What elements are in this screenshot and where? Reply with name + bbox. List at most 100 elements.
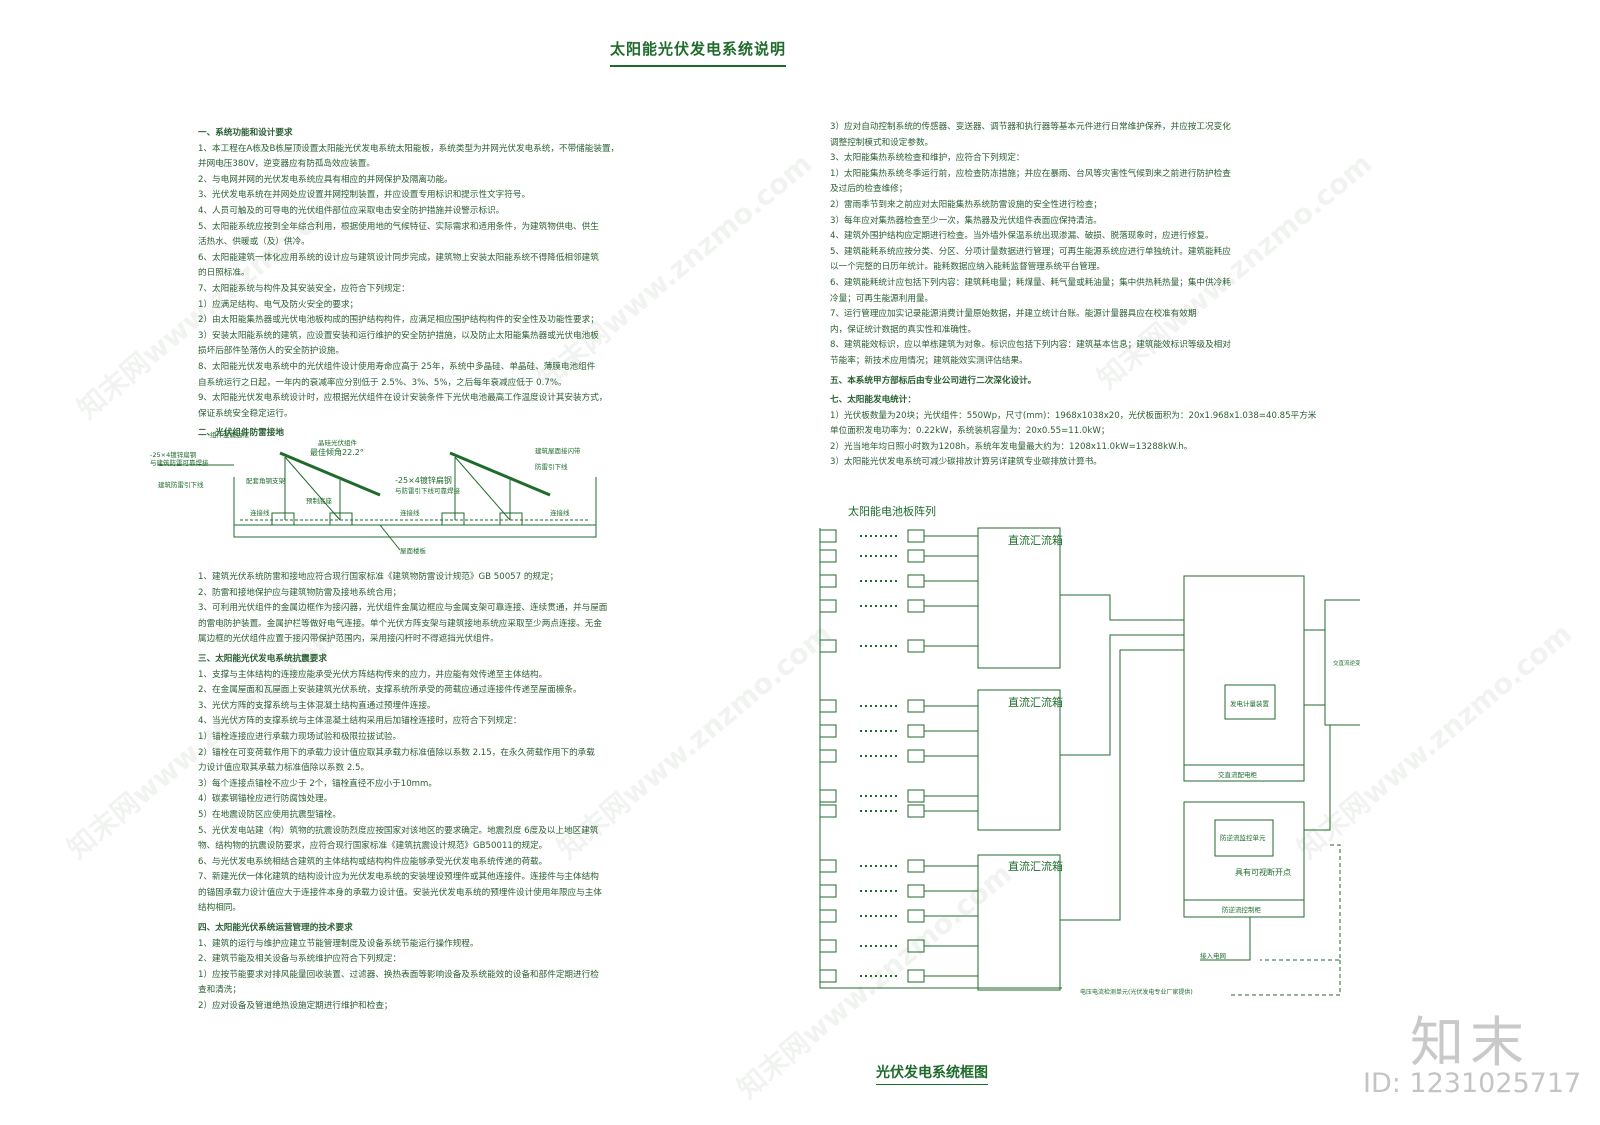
text-line: 6、建筑能耗统计应包括下列内容：建筑耗电量；耗煤量、耗气量或耗油量；集中供热耗热…	[830, 277, 1231, 288]
roof-slab	[233, 524, 597, 538]
pv-module-icon	[907, 909, 925, 923]
text-line: 4、建筑外围护结构应定期进行检查。当外墙外保温系统出现渗漏、破损、脱落现象时，应…	[830, 231, 1214, 242]
text-line: 8、建筑能效标识，应以单栋建筑为对象。标识应包括下列内容：建筑基本信息；建筑能效…	[830, 340, 1231, 351]
text-line: 活热水、供暖或（及）供冷。	[198, 237, 310, 248]
text-line: 6、太阳能建筑一体化应用系统的设计应与建筑设计同步完成，建筑物上安装太阳能系统不…	[198, 252, 599, 263]
text-line: 3、太阳能集热系统检查和维护，应符合下列规定：	[830, 153, 1025, 164]
text-line: 5）在地震设防区应使用抗震型锚栓。	[198, 809, 341, 820]
text-line: 3）安装太阳能系统的建筑，应设置安装和运行维护的安全防护措施，以及防止太阳能集热…	[198, 330, 599, 341]
pv-module-icon	[907, 789, 925, 803]
pv-module-icon	[819, 549, 837, 563]
pv-module-icon	[819, 599, 837, 613]
text-line: 2、与电网并网的光伏发电系统应具有相应的并网保护及隔离功能。	[198, 174, 453, 185]
pv-module-icon	[819, 969, 837, 983]
text-line: 并网电压380V，逆变器应有防孤岛效应装置。	[198, 159, 375, 170]
text-line: 2）锚栓在可变荷载作用下的承载力设计值应取其承载力标准值除以系数 2.15，在永…	[198, 747, 595, 758]
text-line: 1、支撑与主体结构的连接应能承受光伏方阵结构传来的应力，并应能有效传递至主体结构…	[198, 669, 548, 680]
pv-module-icon	[907, 884, 925, 898]
voltage-monitor-label: 电压电流检测单元(光伏发电专业厂家提供)	[1080, 988, 1193, 996]
left-text-section-2: 1、建筑光伏系统防雷和接地应符合现行国家标准《建筑物防雷设计规范》GB 5005…	[198, 570, 607, 1015]
text-line: 3）每年应对集热器检查至少一次，集热器及光伏组件表面应保持清洁。	[830, 215, 1102, 226]
pv-module-icon	[907, 549, 925, 563]
tilt-label: 最佳倾角22.2°	[310, 447, 364, 457]
roof-slab-label: 屋面楼板	[400, 546, 427, 555]
text-line: 2、建筑节能及相关设备与系统维护应符合下列规定：	[198, 954, 402, 965]
lightning-protection-diagram: -25×4镀锌扁钢 与建筑防雷可靠焊接 组件金属边框 晶硅光伏组件 最佳倾角22…	[150, 430, 597, 555]
pv-module-icon	[907, 574, 925, 588]
text-line: 7、新建光伏一体化建筑的结构设计应为光伏发电系统的安装埋设预埋件或其他连接件。连…	[198, 872, 599, 883]
pv-module-icon	[907, 599, 925, 613]
text-line: 内，保证统计数据的真实性和准确性。	[830, 324, 977, 335]
text-line: 及过后的检查维修；	[830, 184, 908, 195]
down-conductor-label: 建筑防雷引下线	[158, 480, 204, 489]
text-line: 5、太阳能系统应按到全年综合利用，根据使用地的气候特征、实际需求和适用条件，为建…	[198, 221, 599, 232]
pv-module-icon	[907, 529, 925, 543]
ground-bar-label-left: -25×4镀锌扁钢	[150, 450, 197, 459]
diagram-caption: 光伏发电系统框图	[876, 1062, 988, 1085]
roof-strap-label: 建筑屋面接闪带	[535, 446, 581, 455]
text-line: 查和清洗；	[198, 985, 241, 996]
text-line: 的锚固承载力设计值应大于连接件本身的承载力设计值。安装光伏发电系统的预埋件设计使…	[198, 887, 602, 898]
pv-module-icon	[819, 529, 837, 543]
id-label: ID: 1231025717	[1363, 1068, 1582, 1099]
text-line: 1）应满足结构、电气及防火安全的要求；	[198, 299, 359, 310]
text-line: 2）光当地年均日照小时数为1208h，系统年发电量最大约为：1208x11.0k…	[830, 441, 1193, 452]
text-line: 3、光伏发电系统在并网处应设置并网控制装置，并应设置专用标识和提示性文字符号。	[198, 190, 531, 201]
pv-module-icon	[819, 749, 837, 763]
text-line: 损坏后部件坠落伤人的安全防护设施。	[198, 346, 345, 357]
text-line: 冷量；可再生能源利用量。	[830, 293, 934, 304]
wire-label-2: 连接线	[400, 508, 420, 517]
combiner-box-2: 直流汇流箱	[1008, 695, 1063, 709]
pv-module-icon	[819, 859, 837, 873]
text-line: 2）雷雨季节到来之前应对太阳能集热系统防雷设施的安全性进行检查；	[830, 199, 1102, 210]
text-line: 2）由太阳能集热器或光伏电池板构成的围护结构构件，应满足相应围护结构构件的安全性…	[198, 315, 599, 326]
text-line: 四、太阳能光伏系统运营管理的技术要求	[198, 923, 353, 934]
text-line: 节能率；新技术应用情况；建筑能效实测评估结果。	[830, 355, 1028, 366]
text-line: 2、防雷和接地保护应与建筑物防雷及接地系统合用；	[198, 587, 402, 598]
text-line: 的日照标准。	[198, 268, 250, 279]
ground-bar-weld-label-left: 与建筑防雷可靠焊接	[150, 458, 209, 467]
pv-module-icon	[819, 939, 837, 953]
frame-label: 组件金属边框	[210, 430, 250, 439]
text-line: 4、当光伏方阵的支撑系统与主体混凝土结构采用后加锚栓连接时，应符合下列规定：	[198, 716, 522, 727]
ac-cabinet-label: 交直流配电柜	[1218, 770, 1258, 779]
pv-module-icon	[819, 789, 837, 803]
text-line: 2）应对设备及管道绝热设施定期进行维护和检查；	[198, 1001, 393, 1012]
text-line: 3、可利用光伏组件的金属边框作为接闪器，光伏组件金属边框应与金属支架可靠连接、连…	[198, 603, 608, 614]
pv-module-label: 晶硅光伏组件	[318, 438, 358, 447]
combiner-box-1: 直流汇流箱	[1008, 533, 1063, 547]
text-line: 1）应按节能要求对排风能量回收装置、过滤器、换热表面等影响设备及系统能效的设备和…	[198, 969, 599, 980]
text-line: 6、与光伏发电系统相结合建筑的主体结构或结构构件应能够承受光伏发电系统传递的荷载…	[198, 856, 548, 867]
text-line: 1）光伏板数量为20块；光伏组件：550Wp，尺寸(mm)：1968x1038x…	[830, 410, 1317, 421]
pv-module-icon	[907, 699, 925, 713]
pv-module-icon	[819, 574, 837, 588]
text-line: 4）碳素钢锚栓应进行防腐蚀处理。	[198, 794, 333, 805]
text-line: 3）应对自动控制系统的传感器、变送器、调节器和执行器等基本元件进行日常维护保养，…	[830, 122, 1231, 132]
text-line: 结构相同。	[198, 903, 241, 914]
pv-module-icon	[907, 639, 925, 653]
pv-block-diagram: 太阳能电池板阵列 直流汇流箱 直流汇流箱 直流汇流箱 交直流逆变器 发电计量装置…	[819, 504, 1360, 996]
bracket-label: 配套角钢支架	[246, 476, 286, 485]
text-line: 1）太阳能集热系统冬季运行前，应检查防冻措施；并应在暴雨、台风等灾害性气候到来之…	[830, 168, 1231, 179]
text-line: 三、太阳能光伏发电系统抗震要求	[198, 653, 327, 664]
pv-module-icon	[819, 884, 837, 898]
text-line: 七、太阳能发电统计：	[830, 395, 916, 406]
text-line: 1、本工程在A栋及B栋屋顶设置太阳能光伏发电系统太阳能板，系统类型为并网光伏发电…	[198, 143, 620, 154]
page-title: 太阳能光伏发电系统说明	[610, 38, 787, 67]
text-line: 3）每个连接点锚栓不应少于 2个，锚栓直径不应小于10mm。	[198, 778, 438, 789]
right-text-section-1: 3）应对自动控制系统的传感器、变送器、调节器和执行器等基本元件进行日常维护保养，…	[830, 120, 1316, 471]
pv-module-icon	[819, 909, 837, 923]
pv-module-icon	[907, 969, 925, 983]
text-line: 保证系统安全稳定运行。	[198, 408, 293, 419]
text-line: 调整控制模式和设定参数。	[830, 137, 934, 148]
text-line: 物、结构物的抗震设防要求，应符合现行国家标准《建筑抗震设计规范》GB50011的…	[198, 841, 548, 852]
combiner-box-3: 直流汇流箱	[1008, 859, 1063, 873]
text-line: 3、光伏方阵的支撑系统与主体混凝土结构直通过预埋件连接。	[198, 700, 436, 711]
ground-bar-weld-label-right: 与防雷引下线可靠焊接	[395, 486, 461, 495]
text-line: 1、建筑的运行与维护应建立节能管理制度及设备系统节能运行操作规程。	[198, 938, 479, 949]
lightning-belt-label: 防雷引下线	[535, 462, 568, 471]
array-title: 太阳能电池板阵列	[848, 504, 936, 518]
anti-reverse-cabinet-label: 防逆流控制柜	[1222, 905, 1262, 914]
visible-break-label: 具有可视断开点	[1235, 867, 1291, 877]
